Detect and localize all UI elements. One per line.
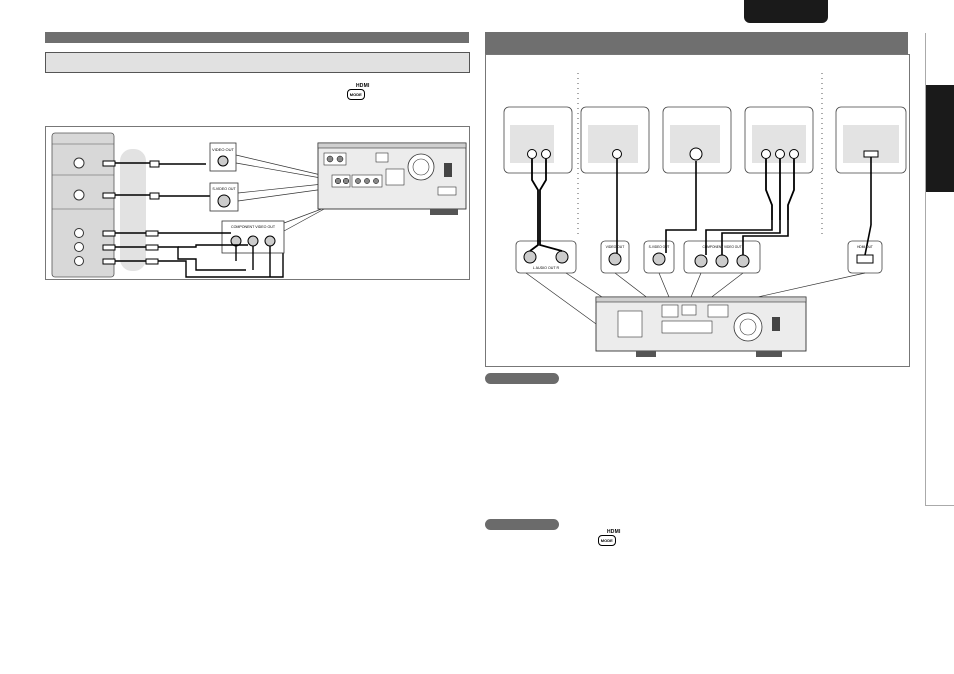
note-tag-1 <box>485 373 559 384</box>
mode-button-icon-2: HDMI MODE <box>593 530 621 546</box>
mode-button-label-2: MODE <box>597 535 616 546</box>
right-hdmi-out-label: HDMI OUT <box>857 245 873 249</box>
chapter-tab-7[interactable] <box>925 435 954 506</box>
left-connection-diagram: VIDEO OUT S-VIDEO OUT COMPONENT VIDEO OU… <box>45 126 470 280</box>
video-out-label: VIDEO OUT <box>212 147 235 152</box>
left-subsection-header <box>45 52 470 73</box>
right-section-header <box>485 32 908 54</box>
mode-button-icon: HDMI MODE <box>342 84 370 100</box>
svideo-out-label: S-VIDEO OUT <box>212 187 236 191</box>
right-svideo-out-label: S-VIDEO OUT <box>649 245 670 249</box>
mode-button-top-label-2: HDMI <box>607 529 621 535</box>
chapter-tab-3[interactable] <box>925 192 954 235</box>
chapter-tab-4[interactable] <box>925 234 954 308</box>
mode-button-label: MODE <box>346 89 365 100</box>
chapter-tab-5[interactable] <box>925 307 954 368</box>
component-out-label: COMPONENT VIDEO OUT <box>231 225 276 229</box>
chapter-tab-6[interactable] <box>925 367 954 436</box>
mode-button-top-label: HDMI <box>356 83 370 89</box>
language-tab[interactable] <box>744 0 828 23</box>
chapter-tab-2[interactable] <box>925 85 954 193</box>
right-video-out-label: VIDEO OUT <box>606 245 625 249</box>
chapter-tabs <box>925 33 954 506</box>
right-diagram-svg: L AUDIO OUT R VIDEO OUT S-VIDEO OUT COMP… <box>503 73 907 357</box>
left-diagram-svg: VIDEO OUT S-VIDEO OUT COMPONENT VIDEO OU… <box>51 132 467 278</box>
right-connection-diagram: L AUDIO OUT R VIDEO OUT S-VIDEO OUT COMP… <box>485 54 910 367</box>
audio-out-label: L AUDIO OUT R <box>533 266 560 270</box>
left-section-header <box>45 32 469 43</box>
note-tag-2 <box>485 519 559 530</box>
chapter-tab-1[interactable] <box>925 33 954 86</box>
